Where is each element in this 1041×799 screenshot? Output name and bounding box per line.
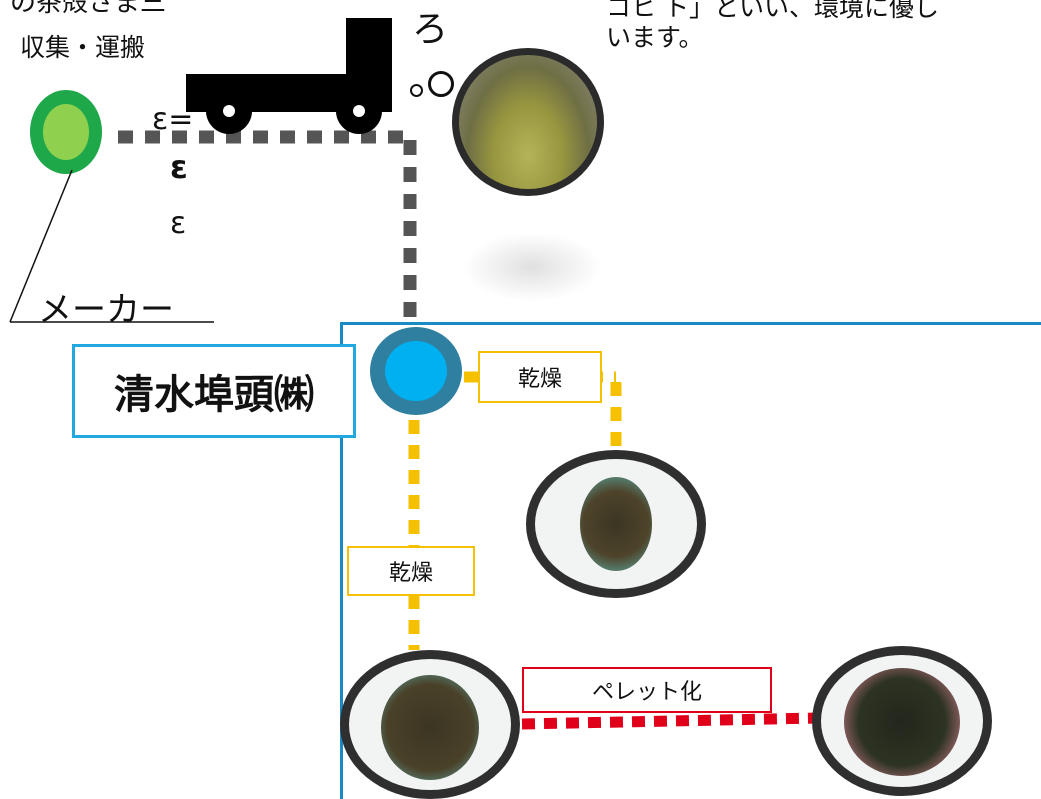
maker-node-inner <box>43 104 89 160</box>
dried-tea-photo <box>526 450 706 598</box>
truck-wheel-front <box>336 88 382 134</box>
collection-label: 収集・運搬 <box>20 33 146 62</box>
truck-icon <box>186 18 406 134</box>
photo-shadow <box>462 232 602 302</box>
drying-label-1: 乾燥 <box>478 351 602 403</box>
company-label: 清水埠頭㈱ <box>72 344 356 438</box>
maker-node <box>30 90 102 174</box>
puff-glyph: ろ <box>412 9 449 50</box>
partial-top-text: の茶殻さま三 <box>10 0 167 18</box>
exhaust-glyph: ε= <box>152 102 194 137</box>
plant-node <box>370 327 462 415</box>
description-line-2: います。 <box>606 23 704 52</box>
company-area-frame <box>340 322 1041 799</box>
description-line-1: コヒ ト」といい、環境に優し <box>606 0 939 22</box>
exhaust-glyph-3: ε <box>170 206 187 241</box>
raw-tea-photo <box>452 48 604 196</box>
pellet-photo <box>812 646 992 796</box>
dried-tea-photo-2 <box>340 650 520 799</box>
plant-node-inner <box>385 341 447 401</box>
truck-wheel-rear <box>206 88 252 134</box>
puff-dot-small <box>410 84 423 97</box>
maker-label: メーカー <box>38 290 174 330</box>
exhaust-glyph-2: ε <box>170 148 188 186</box>
drying-label-2: 乾燥 <box>347 546 475 596</box>
pelletizing-label: ペレット化 <box>522 667 772 713</box>
puff-dot-large <box>428 71 454 97</box>
